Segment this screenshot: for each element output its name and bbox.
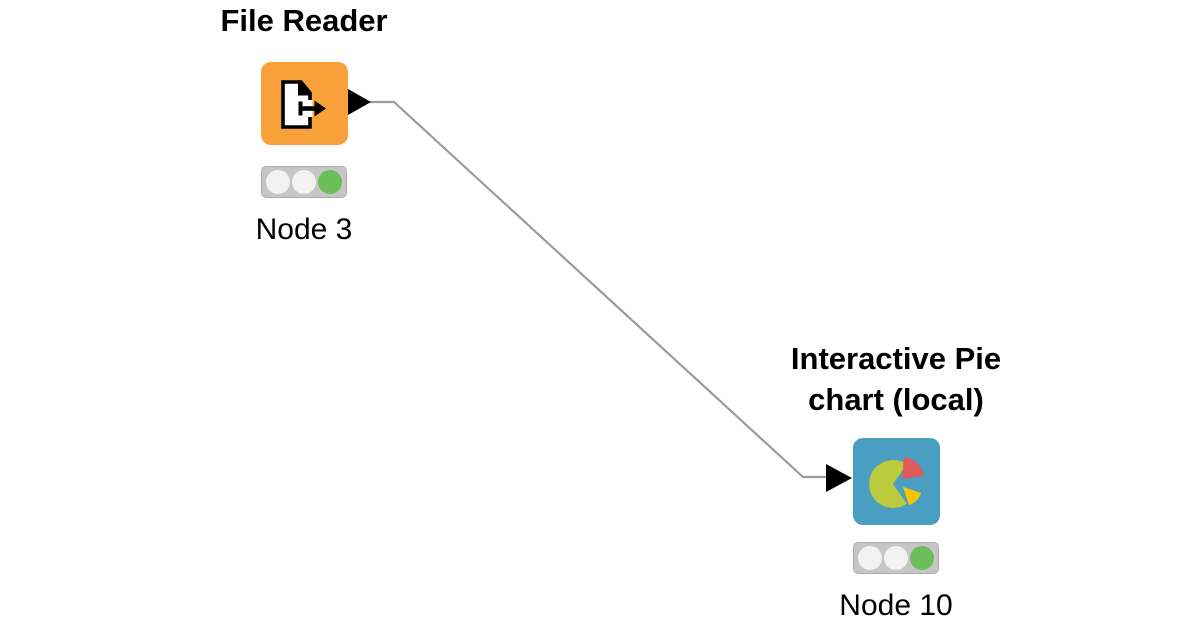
pie-chart-icon — [869, 457, 924, 508]
node-title-line1: Interactive Pie — [790, 341, 1002, 376]
node-title-file-reader: File Reader — [220, 3, 388, 38]
node-title-line2: chart (local) — [808, 382, 984, 417]
status-light-amber — [292, 170, 316, 194]
status-light-red — [266, 170, 290, 194]
node-label: Node 3 — [255, 213, 353, 246]
status-light-green — [910, 546, 934, 570]
status-light-amber — [884, 546, 908, 570]
status-light-red — [858, 546, 882, 570]
traffic-light-node-3 — [261, 166, 347, 198]
status-light-green — [318, 170, 342, 194]
node-label: Node 10 — [839, 589, 953, 622]
output-port-triangle[interactable] — [348, 89, 371, 115]
node-title-interactive-pie-chart: Interactive Pie chart (local) — [766, 338, 1026, 420]
connection-node3-node10[interactable] — [370, 100, 827, 479]
node-file-reader[interactable] — [261, 62, 348, 145]
input-port-triangle[interactable] — [826, 464, 852, 492]
file-export-icon — [281, 79, 326, 129]
node-interactive-pie-chart[interactable] — [853, 438, 940, 525]
traffic-light-node-10 — [853, 542, 939, 574]
